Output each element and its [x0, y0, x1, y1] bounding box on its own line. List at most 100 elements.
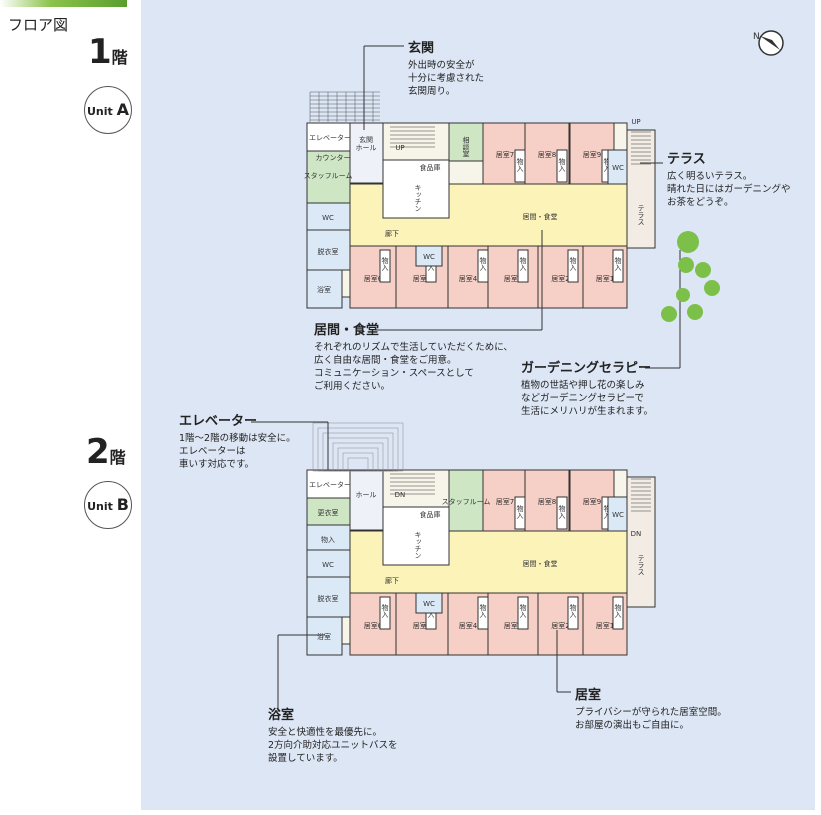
storage-label: 物入 — [519, 603, 527, 618]
storage-box — [567, 596, 579, 630]
bath-callout-title: 浴室 — [268, 708, 295, 723]
garden-shrub — [678, 257, 694, 273]
bath-room — [306, 269, 343, 309]
room-label-1: 居室1 — [596, 621, 614, 630]
floor-1-label: 1階 — [88, 32, 128, 72]
living-callout-title: 居間・食堂 — [314, 323, 380, 338]
room-label-6: 居室6 — [364, 274, 383, 283]
room-label-4: 居室4 — [459, 621, 478, 630]
room-label-6: 居室6 — [364, 621, 383, 630]
storage-box — [379, 596, 391, 630]
changing-label: 更衣室 — [318, 508, 339, 517]
staff-room-label: スタッフルーム — [442, 497, 491, 506]
room-label-4: 居室4 — [459, 274, 478, 283]
entrance-callout-body: 外出時の安全が 十分に考慮された 玄関周り。 — [408, 60, 485, 97]
elevator-callout: エレベーター 1階～2階の移動は安全に。 エレベーターは 車いす対応です。 — [179, 413, 296, 471]
room-label-8: 居室8 — [538, 497, 556, 506]
elevator-shaft-outline — [337, 447, 379, 472]
room-label-3: 居室3 — [504, 274, 522, 283]
room-label-9: 居室9 — [583, 150, 601, 159]
room-callout-title: 居室 — [575, 688, 602, 703]
hall-label: ホール — [356, 144, 377, 152]
entrance-callout: 玄関 外出時の安全が 十分に考慮された 玄関周り。 — [408, 40, 484, 98]
wc-right-label: WC — [612, 164, 624, 172]
floor-2-label: 2階 — [86, 432, 126, 472]
room-label-2: 居室2 — [551, 621, 569, 630]
living-dining-label: 居間・食堂 — [523, 212, 558, 221]
room-label-7: 居室7 — [496, 150, 514, 159]
food-store-label: 食品庫 — [420, 510, 441, 519]
header-accent-bar — [0, 0, 127, 7]
unit-a-badge: Unit A — [84, 86, 132, 134]
wc-bottom-label: WC — [423, 253, 435, 261]
room-label-8: 居室8 — [538, 150, 556, 159]
storage-box — [517, 249, 529, 283]
changing-room — [306, 497, 351, 526]
elevator-label: エレベーター — [309, 133, 351, 142]
hall-label: ホール — [356, 491, 377, 499]
corridor-label: 廊下 — [385, 576, 399, 585]
corridor-label: 廊下 — [385, 229, 399, 238]
room-label-9: 居室9 — [583, 497, 601, 506]
staff-room-label: スタッフルーム — [304, 171, 353, 180]
kitchen — [382, 159, 450, 219]
entrance-label: 玄関 — [359, 135, 373, 144]
elevator-shaft-outline — [332, 442, 384, 472]
storage-box — [556, 496, 568, 530]
room-label-1: 居室1 — [596, 274, 614, 283]
entrance-hall — [349, 469, 384, 531]
storage-box — [612, 249, 624, 283]
elevator-shaft-outline — [312, 422, 404, 472]
bath-label: 浴室 — [317, 285, 331, 294]
storage-box — [612, 596, 624, 630]
room-callout: 居室 プライバシーが守られた居室空間。 お部屋の演出もご自由に。 — [575, 687, 727, 732]
storage-box — [556, 149, 568, 183]
gardening-callout-title: ガーデニングセラピー — [521, 361, 652, 376]
compass-needle — [760, 36, 780, 50]
elevator-shaft-outline — [322, 432, 394, 472]
room-label-5: 居室5 — [413, 621, 431, 630]
terrace-label: テラス — [637, 205, 645, 226]
living-callout: 居間・食堂 それぞれのリズムで生活していただくために、 広く自由な居間・食堂をご… — [314, 322, 513, 393]
gardening-callout-body: 植物の世話や押し花の楽しみ などガーデニングセラピーで 生活にメリハリが生まれま… — [521, 380, 654, 417]
storage-label: 物入 — [479, 603, 487, 618]
garden-shrub — [661, 306, 677, 322]
elevator-shaft-outline — [342, 452, 374, 472]
storage-label: 物入 — [569, 603, 577, 618]
storage-label: 物入 — [381, 603, 389, 618]
terrace-label: テラス — [637, 555, 645, 576]
terrace-callout-title: テラス — [667, 152, 706, 167]
storage-room-label: 物入 — [321, 535, 335, 544]
entrance-callout-title: 玄関 — [408, 41, 435, 56]
counter-label: カウンター — [316, 153, 351, 162]
storage-label: 物入 — [614, 603, 622, 618]
page-label: フロア図 — [8, 16, 69, 34]
storage-box — [379, 249, 391, 283]
room-label-7: 居室7 — [496, 497, 514, 506]
dressing-room — [306, 229, 351, 271]
storage-label: 物入 — [479, 256, 487, 271]
wc-bottom-label: WC — [423, 600, 435, 608]
storage-label: 物入 — [569, 256, 577, 271]
elevator-label: エレベーター — [309, 480, 351, 489]
garden-shrub — [687, 304, 703, 320]
room-label-3: 居室3 — [504, 621, 522, 630]
dressing-room — [306, 576, 351, 618]
compass-north-mark: N — [753, 32, 760, 42]
terrace — [626, 476, 656, 608]
garden-shrub — [676, 288, 690, 302]
consult-label: 相談室 — [462, 136, 470, 158]
storage-label: 物入 — [516, 157, 524, 172]
terrace-callout: テラス 広く明るいテラス。 晴れた日にはガーデニングや お茶をどうぞ。 — [667, 151, 791, 209]
terrace-stair-direction: UP — [631, 118, 640, 126]
bath-callout: 浴室 安全と快適性を最優先に。 2方向介助対応ユニットバスを 設置しています。 — [268, 707, 398, 765]
staff-room — [306, 150, 351, 204]
storage-label: 物入 — [603, 157, 611, 172]
wc-room — [306, 202, 351, 231]
kitchen — [382, 506, 450, 566]
room-3 — [487, 592, 539, 656]
room-label-5: 居室5 — [413, 274, 431, 283]
storage-box — [517, 596, 529, 630]
dressing-label: 脱衣室 — [318, 594, 339, 603]
